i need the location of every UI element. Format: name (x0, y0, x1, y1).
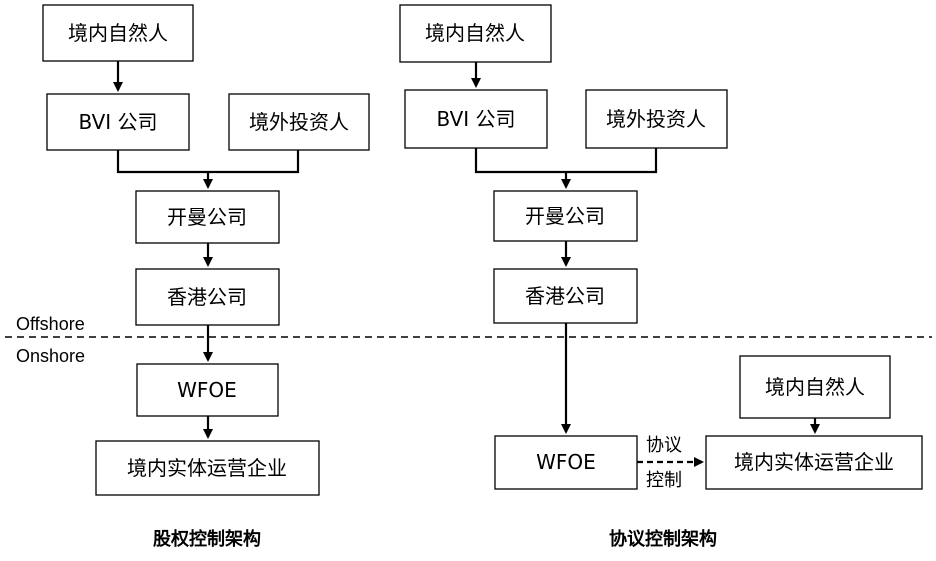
agreement-caption: 协议控制架构 (609, 528, 717, 550)
box-individual-right: 境内自然人 (399, 4, 552, 63)
box-individual-onshore-right-label: 境内自然人 (765, 375, 865, 399)
box-bvi-label: BVI 公司 (78, 110, 157, 134)
box-bvi-right-label: BVI 公司 (436, 107, 515, 131)
box-operating-entity-right: 境内实体运营企业 (705, 435, 923, 490)
offshore-label: Offshore (16, 314, 85, 334)
onshore-label: Onshore (16, 346, 85, 366)
box-wfoe: WFOE (136, 363, 279, 417)
box-individual: 境内自然人 (42, 4, 194, 62)
contract-label-line1: 协议 (646, 435, 682, 456)
box-wfoe-right: WFOE (494, 435, 638, 490)
box-operating-entity-right-label: 境内实体运营企业 (734, 450, 894, 474)
box-bvi-right: BVI 公司 (404, 89, 548, 149)
box-foreign-investor-right: 境外投资人 (585, 89, 728, 149)
box-cayman-right: 开曼公司 (493, 190, 638, 242)
equity-caption: 股权控制架构 (152, 528, 261, 550)
box-wfoe-right-label: WFOE (536, 450, 596, 474)
box-foreign-investor: 境外投资人 (228, 93, 370, 151)
box-cayman-label: 开曼公司 (167, 205, 247, 229)
box-hongkong-right: 香港公司 (493, 268, 638, 324)
box-cayman-right-label: 开曼公司 (525, 204, 605, 228)
box-wfoe-label: WFOE (177, 378, 237, 402)
contract-label-line2: 控制 (646, 470, 682, 491)
box-hongkong: 香港公司 (135, 268, 280, 326)
box-hongkong-label: 香港公司 (167, 285, 247, 309)
equity-structure: 境内自然人 BVI 公司 境外投资人 开曼公司 香港公司 WFOE 境内实体运营… (42, 4, 370, 550)
box-individual-onshore-right: 境内自然人 (739, 355, 891, 419)
box-foreign-investor-right-label: 境外投资人 (606, 107, 706, 131)
box-bvi: BVI 公司 (46, 93, 190, 151)
box-operating-entity-label: 境内实体运营企业 (127, 456, 287, 480)
box-foreign-investor-label: 境外投资人 (249, 110, 349, 134)
box-hongkong-right-label: 香港公司 (525, 284, 605, 308)
box-individual-label: 境内自然人 (68, 21, 168, 45)
box-cayman: 开曼公司 (135, 190, 280, 244)
edge-merge-bracket-right (474, 148, 658, 174)
box-individual-right-label: 境内自然人 (425, 21, 525, 45)
agreement-structure: 境内自然人 BVI 公司 境外投资人 开曼公司 香港公司 WFOE 境内自然人 (399, 4, 923, 550)
box-operating-entity: 境内实体运营企业 (95, 440, 320, 496)
edge-merge-bracket (116, 150, 300, 174)
